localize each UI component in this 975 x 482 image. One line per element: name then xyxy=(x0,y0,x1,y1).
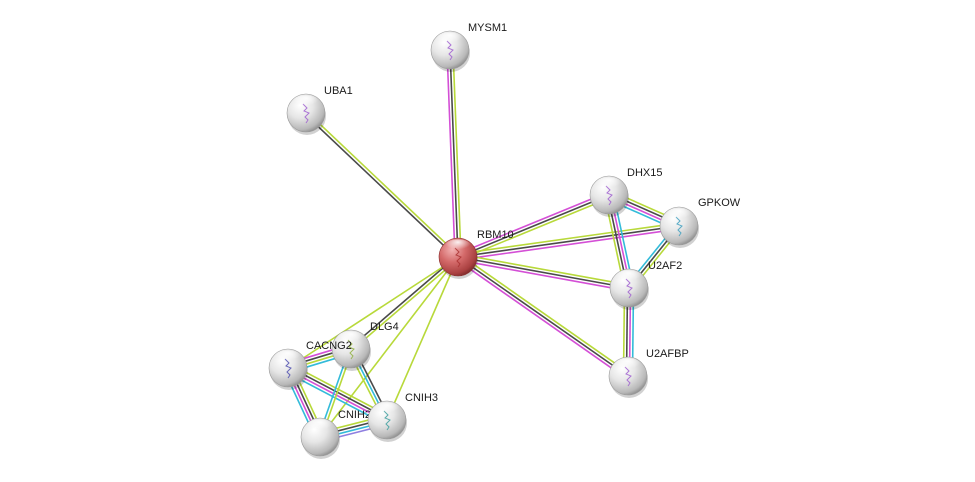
edge-rbm10-mysm1[interactable] xyxy=(446,49,462,258)
node-u2afbp[interactable]: U2AFBP xyxy=(608,348,689,398)
edge-rbm10-u2af2[interactable] xyxy=(457,253,630,292)
node-cnih2[interactable]: CNIH2 xyxy=(300,409,371,459)
node-rbm10[interactable]: RBM10 xyxy=(438,229,514,279)
node-label: U2AFBP xyxy=(646,348,689,360)
node-label: U2AF2 xyxy=(648,260,682,272)
node-highlight xyxy=(615,270,643,285)
node-cacng2[interactable]: CACNG2 xyxy=(268,340,352,390)
node-label: CNIH2 xyxy=(338,409,371,421)
edge-line-experiments xyxy=(458,228,680,261)
edge-line-coexpression xyxy=(457,256,629,377)
node-mysm1[interactable]: MYSM1 xyxy=(430,22,507,72)
edge-line-coexpression xyxy=(457,225,680,258)
node-label: GPKOW xyxy=(698,197,741,209)
edge-line-experiments xyxy=(455,258,627,380)
edge-line-textmining xyxy=(458,253,630,286)
edge-line-textmining xyxy=(351,257,460,351)
edge-rbm10-dlg4[interactable] xyxy=(349,255,460,351)
edge-rbm10-cacng2[interactable] xyxy=(287,256,459,369)
node-label: RBM10 xyxy=(477,229,514,241)
node-highlight xyxy=(292,95,320,110)
node-label: CNIH3 xyxy=(405,392,438,404)
node-highlight xyxy=(373,402,401,417)
node-label: UBA1 xyxy=(324,85,353,97)
node-cnih3[interactable]: CNIH3 xyxy=(367,392,438,442)
edge-line-coexpression xyxy=(457,194,610,258)
edge-line-experiments xyxy=(446,50,456,258)
edge-line-textmining xyxy=(452,49,462,257)
edge-line-textmining xyxy=(319,256,459,438)
node-highlight xyxy=(306,419,334,434)
node-highlight xyxy=(595,177,623,192)
edge-rbm10-gpkow[interactable] xyxy=(457,222,680,261)
edge-line-textmining xyxy=(459,253,631,375)
edge-line-textmining xyxy=(386,256,459,421)
edge-line-experiments xyxy=(456,191,609,255)
edge-line-coexpression xyxy=(349,255,458,349)
edge-line-experiments xyxy=(457,259,629,292)
edge-rbm10-cnih3[interactable] xyxy=(386,256,459,421)
edge-rbm10-cnih2[interactable] xyxy=(319,256,459,438)
edge-line-textmining xyxy=(457,222,679,255)
node-highlight xyxy=(614,358,642,373)
edge-line-coexpression xyxy=(457,256,630,289)
edge-line-coexpression xyxy=(304,113,458,259)
edge-line-coexpression xyxy=(449,49,459,258)
node-highlight xyxy=(665,208,693,223)
edge-rbm10-uba1[interactable] xyxy=(304,111,460,259)
node-dlg4[interactable]: DLG4 xyxy=(331,321,399,371)
edge-rbm10-dhx15[interactable] xyxy=(456,191,611,261)
node-label: MYSM1 xyxy=(468,22,507,34)
node-label: DLG4 xyxy=(370,321,399,333)
edge-line-textmining xyxy=(287,256,459,369)
node-highlight xyxy=(337,331,365,346)
node-label: DHX15 xyxy=(627,167,662,179)
node-u2af2[interactable]: U2AF2 xyxy=(609,260,682,310)
node-gpkow[interactable]: GPKOW xyxy=(659,197,741,248)
node-highlight xyxy=(274,350,302,365)
node-highlight xyxy=(436,32,464,47)
edge-line-textmining xyxy=(458,197,611,261)
node-uba1[interactable]: UBA1 xyxy=(286,85,353,135)
node-dhx15[interactable]: DHX15 xyxy=(589,167,662,217)
edge-line-textmining xyxy=(306,111,460,257)
node-highlight xyxy=(444,239,472,254)
node-label: CACNG2 xyxy=(306,340,352,352)
edge-rbm10-u2afbp[interactable] xyxy=(455,253,631,380)
